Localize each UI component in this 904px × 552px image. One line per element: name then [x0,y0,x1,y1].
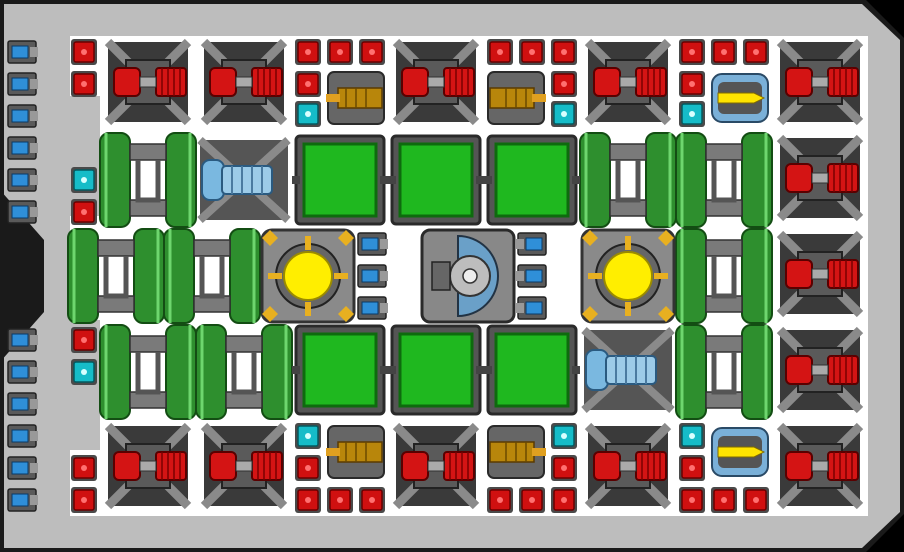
red-block[interactable] [358,486,386,514]
green-reactor[interactable] [482,134,582,226]
red-block[interactable] [550,454,578,482]
red-block[interactable] [518,486,546,514]
red-block[interactable] [70,326,98,354]
deck-inset-left [66,96,100,216]
red-block[interactable] [710,38,738,66]
cyan-block[interactable] [678,422,706,450]
thruster-block[interactable] [515,296,547,320]
thruster-block-11[interactable] [7,456,39,480]
thruster-block[interactable] [515,232,547,256]
red-block[interactable] [326,486,354,514]
thruster-block[interactable] [357,264,389,288]
thruster-block-6[interactable] [7,200,39,224]
thruster-block-5[interactable] [7,168,39,192]
thruster-block[interactable] [357,232,389,256]
red-block[interactable] [70,70,98,98]
green-reactor[interactable] [482,324,582,416]
red-block[interactable] [70,486,98,514]
cyan-block[interactable] [294,422,322,450]
red-block[interactable] [678,70,706,98]
thruster-block-10[interactable] [7,424,39,448]
red-block[interactable] [678,454,706,482]
red-block[interactable] [70,38,98,66]
ice-drill[interactable] [200,140,288,220]
red-block[interactable] [486,38,514,66]
hull-cutout-left [0,190,44,362]
red-block[interactable] [710,486,738,514]
thruster-block-12[interactable] [7,488,39,512]
cyan-block[interactable] [70,166,98,194]
cockpit[interactable] [420,228,516,324]
red-turret[interactable] [204,42,284,122]
thruster-block-7[interactable] [7,328,39,352]
cyan-block[interactable] [678,100,706,128]
red-turret[interactable] [108,42,188,122]
red-turret[interactable] [108,426,188,506]
red-block[interactable] [550,38,578,66]
red-block[interactable] [550,70,578,98]
gold-laser-turret[interactable] [487,425,547,479]
red-turret[interactable] [780,330,860,410]
red-turret[interactable] [780,234,860,314]
red-block[interactable] [678,38,706,66]
green-reactor[interactable] [386,324,486,416]
cyan-block[interactable] [550,100,578,128]
red-turret[interactable] [780,426,860,506]
yellow-gyroscope[interactable] [580,228,676,324]
red-block[interactable] [294,454,322,482]
thruster-block-2[interactable] [7,72,39,96]
red-turret[interactable] [780,138,860,218]
thruster-block-1[interactable] [7,40,39,64]
cyan-block[interactable] [550,422,578,450]
red-turret[interactable] [588,426,668,506]
gold-laser-turret[interactable] [487,71,547,125]
red-block[interactable] [294,38,322,66]
red-block[interactable] [294,486,322,514]
red-turret[interactable] [396,426,476,506]
green-reactor[interactable] [386,134,486,226]
gold-laser-turret[interactable] [325,425,385,479]
missile-launcher[interactable] [711,427,769,477]
cyan-block[interactable] [70,358,98,386]
red-block[interactable] [358,38,386,66]
red-block[interactable] [294,70,322,98]
thruster-block[interactable] [515,264,547,288]
ice-drill[interactable] [584,330,672,410]
thruster-block-4[interactable] [7,136,39,160]
red-block[interactable] [742,38,770,66]
green-reactor[interactable] [290,134,390,226]
green-reactor[interactable] [290,324,390,416]
cyan-block[interactable] [294,100,322,128]
red-block[interactable] [486,486,514,514]
red-block[interactable] [678,486,706,514]
red-block[interactable] [326,38,354,66]
thruster-block-8[interactable] [7,360,39,384]
red-turret[interactable] [780,42,860,122]
red-turret[interactable] [588,42,668,122]
missile-launcher[interactable] [711,73,769,123]
thruster-block-9[interactable] [7,392,39,416]
gold-laser-turret[interactable] [325,71,385,125]
red-block[interactable] [70,454,98,482]
thruster-block[interactable] [357,296,389,320]
red-turret[interactable] [396,42,476,122]
red-block[interactable] [518,38,546,66]
yellow-gyroscope[interactable] [260,228,356,324]
red-block[interactable] [742,486,770,514]
red-turret[interactable] [204,426,284,506]
thruster-block-3[interactable] [7,104,39,128]
red-block[interactable] [70,198,98,226]
red-block[interactable] [550,486,578,514]
